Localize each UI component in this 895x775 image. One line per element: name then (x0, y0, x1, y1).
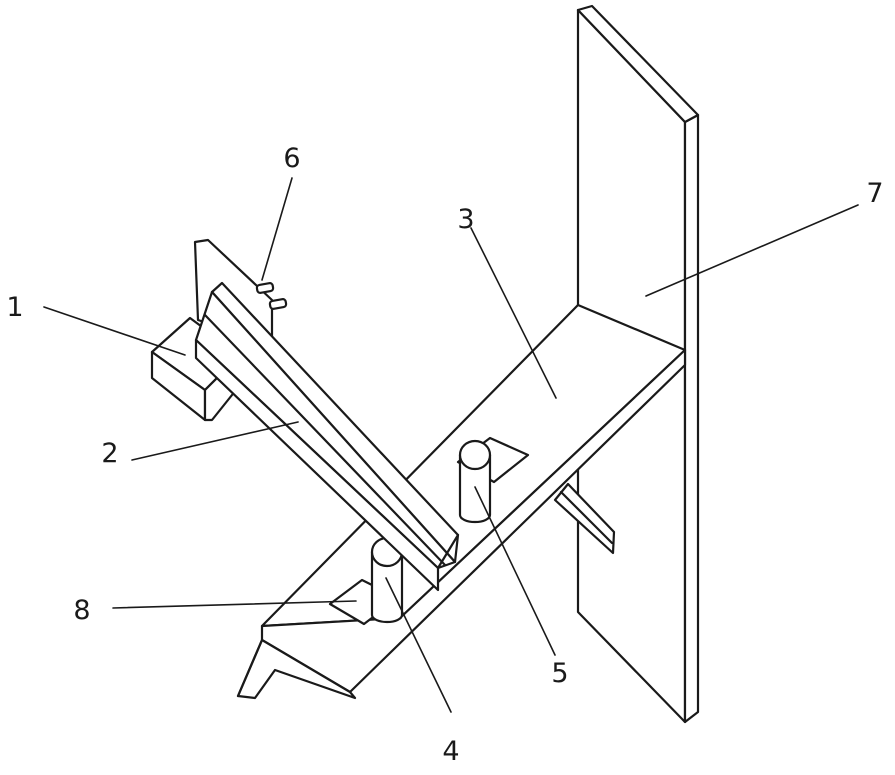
shelf-lip-crease (236, 638, 264, 698)
callout-8: 8 (73, 595, 91, 626)
angle-rail (194, 281, 460, 592)
callout-2: 2 (101, 438, 119, 469)
leader-4 (385, 577, 452, 713)
leader-6 (261, 177, 293, 281)
rail-base-face (194, 338, 440, 592)
leader-5 (474, 486, 556, 656)
callout-4: 4 (442, 736, 460, 767)
callout-3: 3 (457, 204, 475, 235)
callout-5: 5 (551, 658, 569, 689)
lower-bolt (268, 298, 288, 310)
rear-cylinder-top (458, 439, 492, 471)
rail-top-face (194, 290, 457, 570)
callout-7: 7 (866, 178, 884, 209)
leader-8 (112, 600, 357, 609)
leader-7 (645, 204, 859, 297)
rail-end-edge (436, 533, 460, 570)
support-rod-edge (559, 490, 614, 545)
bolt-pair (255, 282, 288, 310)
wall-plate-top-face (576, 4, 700, 124)
callout-1: 1 (6, 292, 24, 323)
wall-plate-side-face (683, 113, 700, 724)
upper-bolt (255, 282, 275, 294)
callout-6: 6 (283, 143, 301, 174)
leader-3 (470, 227, 557, 399)
front-cylinder-body (370, 550, 404, 624)
leader-1 (43, 306, 186, 356)
leader-lines (43, 177, 859, 713)
rail-inner-edge (203, 313, 447, 567)
rail-upright-flange (210, 281, 460, 564)
leader-2 (131, 421, 299, 461)
